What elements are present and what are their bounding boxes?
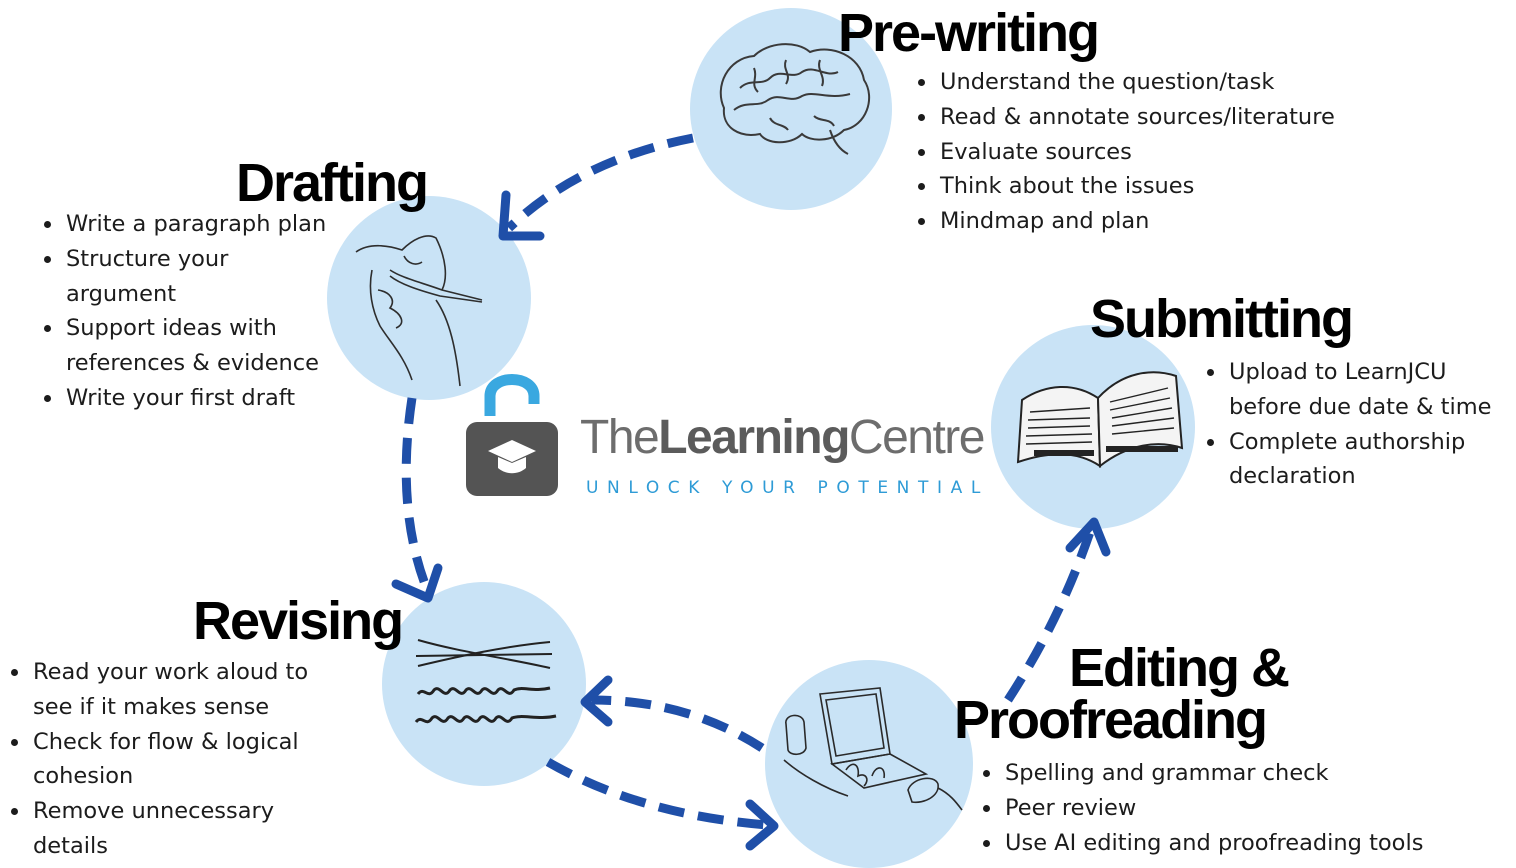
editing-list: Spelling and grammar check Peer review U… [979,756,1423,860]
learning-centre-logo: TheLearningCentre UNLOCK YOUR POTENTIAL [462,372,1002,508]
list-item: Mindmap and plan [914,204,1335,239]
logo-tagline: UNLOCK YOUR POTENTIAL [586,478,989,498]
arrowhead-revising-left [580,675,613,727]
drafting-title: Drafting [236,153,429,213]
list-item: Think about the issues [914,169,1335,204]
prewriting-title: Pre-writing [838,3,1100,63]
list-item: Peer review [979,791,1423,826]
arrowhead-submitting [1065,517,1111,557]
list-item: Evaluate sources [914,135,1335,170]
list-item: Read & annotate sources/literature [914,100,1335,135]
editing-title-line1: Editing & [1069,638,1290,698]
arrow-editing-to-submitting [1004,530,1095,703]
list-item: Spelling and grammar check [979,756,1423,791]
brain-icon [719,43,871,155]
arrowhead-editing [745,799,779,851]
laptop-icon [783,687,963,811]
drafting-circle [327,196,531,400]
list-item: Understand the question/task [914,65,1335,100]
arrowhead-revising [391,563,443,603]
editing-title: Editing & Proofreading [954,638,1290,750]
revising-circle [382,582,586,786]
list-item: Write your first draft [40,381,326,416]
logo-title: TheLearningCentre [580,411,985,464]
open-book-icon [1016,371,1184,469]
graduation-cap-padlock-icon [466,374,558,496]
editing-title-line2: Proofreading [954,690,1268,750]
prewriting-list: Understand the question/task Read & anno… [914,65,1335,239]
writing-hand-icon [355,235,483,387]
arrow-prewriting-to-drafting [505,133,694,232]
crossed-out-text-icon [414,639,557,724]
list-item: Use AI editing and proofreading tools [979,826,1423,861]
revising-title: Revising [193,591,404,651]
list-item: Write a paragraph plan [40,207,326,242]
arrow-editing-to-revising [591,695,765,752]
arrow-drafting-to-revising [401,397,433,594]
arrowhead-drafting [498,190,545,241]
submitting-title: Submitting [1090,289,1354,349]
arrow-revising-to-editing [545,758,769,830]
